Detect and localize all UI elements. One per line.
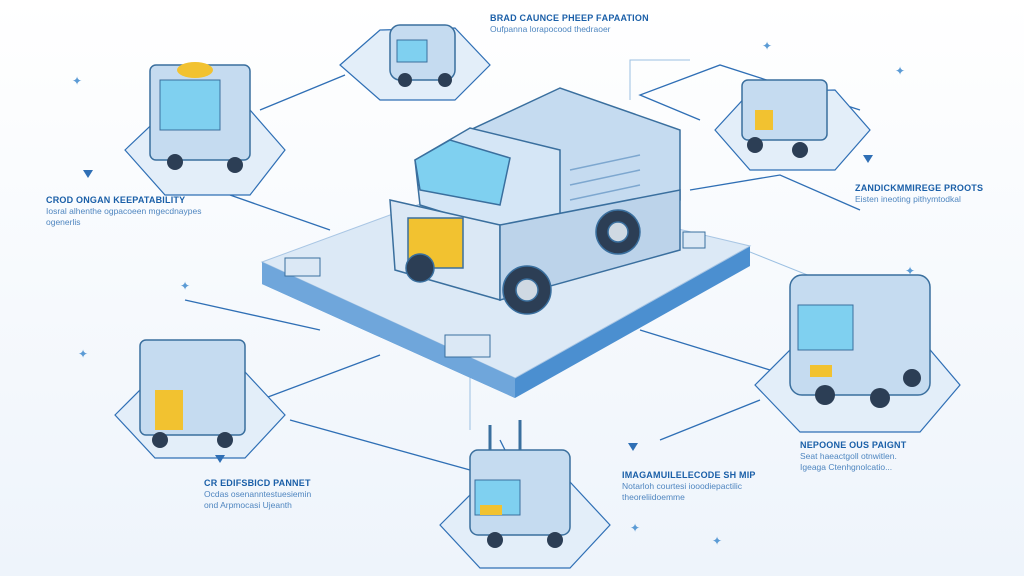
label-desc: Iosral alhenthe ogpacoeen mgecdnaypes og… xyxy=(46,206,202,227)
svg-text:✦: ✦ xyxy=(630,521,640,535)
central-truck xyxy=(389,87,681,315)
label-desc: Seat haeactgoll otnwitlen. Igeaga Ctenhg… xyxy=(800,451,897,472)
label-title: Zandickmmirege Proots xyxy=(855,183,984,193)
arrow-down-icons xyxy=(83,155,873,463)
label-title: Brad Caunce Pheep Fараation xyxy=(490,13,649,23)
label-title: Cr Edifsbicd Pannet xyxy=(204,478,311,488)
svg-text:✦: ✦ xyxy=(762,39,772,53)
label-desc: Oufpanna lorapocood thedraoer xyxy=(490,24,611,34)
label-desc: Eisten ineoting pithymtodkal xyxy=(855,194,961,204)
label-left-bottom: Cr Edifsbicd Pannet Ocdas osenanntestues… xyxy=(204,478,324,511)
platform-gadget xyxy=(284,231,706,358)
pad-bottom xyxy=(439,420,611,569)
pad-right-top xyxy=(714,79,871,171)
pad-top xyxy=(339,24,491,101)
svg-text:✦: ✦ xyxy=(712,534,722,548)
svg-text:✦: ✦ xyxy=(180,279,190,293)
label-top: Brad Caunce Pheep Fараation Oufpanna lor… xyxy=(490,13,660,35)
label-desc: Notarloh courtesi iooodiepactilic theore… xyxy=(622,481,743,502)
svg-text:✦: ✦ xyxy=(72,74,82,88)
sparkle-icons: ✦ ✦ ✦ ✦ ✦ ✦ ✦ ✦ xyxy=(72,39,915,548)
label-title: Crod Ongan Keepatability xyxy=(46,195,186,205)
label-desc: Ocdas osenanntestuesiemin ond Arpmocasi … xyxy=(204,489,312,510)
svg-text:✦: ✦ xyxy=(78,347,88,361)
svg-text:✦: ✦ xyxy=(895,64,905,78)
label-right: Zandickmmirege Proots Eisten ineoting pi… xyxy=(855,183,1024,205)
pad-left-bottom xyxy=(114,339,286,459)
label-right-bottom: Nepoone Ous Paignt Seat haeactgoll otnwi… xyxy=(800,440,925,473)
pad-top-left xyxy=(124,62,286,196)
label-title: Imagamuilelecode Sh Mip xyxy=(622,470,756,480)
label-title: Nepoone Ous Paignt xyxy=(800,440,907,450)
label-bottom: Imagamuilelecode Sh Mip Notarloh courtes… xyxy=(622,470,762,503)
label-left: Crod Ongan Keepatability Iosral alhenthe… xyxy=(46,195,216,228)
svg-text:✦: ✦ xyxy=(905,264,915,278)
pad-right-bottom xyxy=(754,274,961,433)
